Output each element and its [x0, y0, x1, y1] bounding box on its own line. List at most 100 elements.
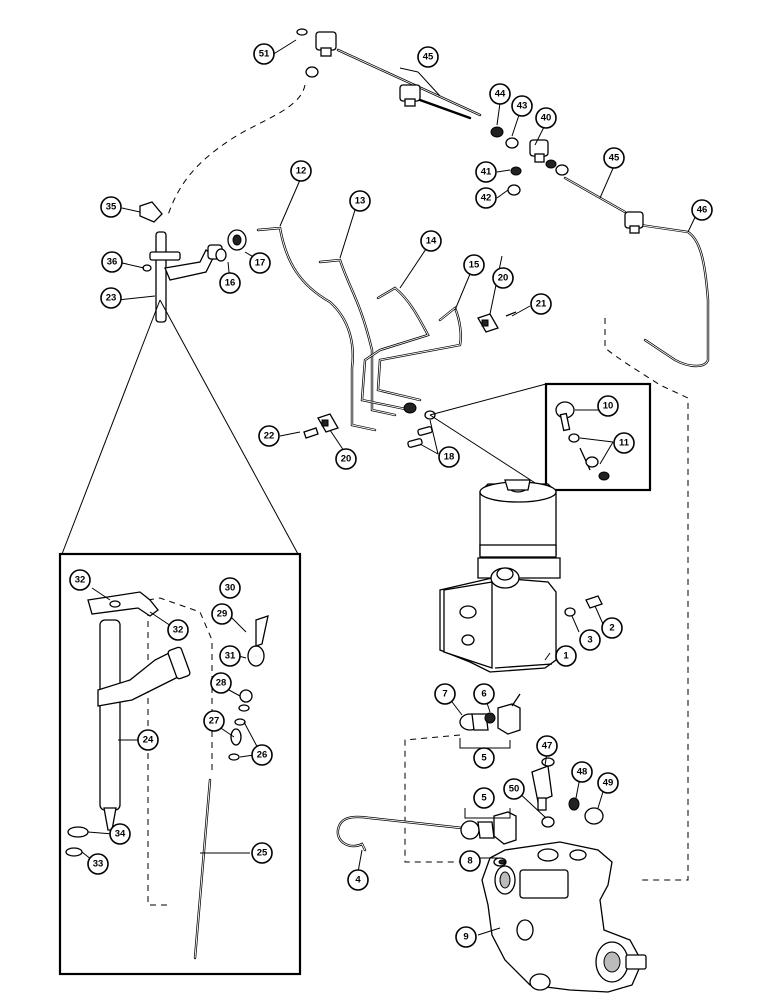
callout-5-lower: 5 — [473, 787, 495, 809]
callout-32-right: 32 — [167, 619, 189, 641]
fuel-pipe-4 — [336, 811, 517, 852]
callout-1: 1 — [555, 645, 577, 667]
svg-text:21: 21 — [536, 299, 547, 310]
callout-leaders — [81, 39, 699, 936]
svg-text:5: 5 — [481, 793, 487, 804]
svg-text:8: 8 — [467, 856, 472, 867]
tee-fitting-right — [529, 139, 549, 163]
svg-text:47: 47 — [542, 741, 553, 752]
callout-22: 22 — [258, 425, 280, 447]
callout-49: 49 — [597, 772, 619, 794]
callout-34: 34 — [109, 823, 131, 845]
callout-32-left: 32 — [69, 569, 91, 591]
svg-text:49: 49 — [603, 778, 614, 789]
tee-fitting-far-right — [624, 211, 644, 234]
washer-51 — [296, 28, 308, 36]
svg-text:34: 34 — [115, 829, 126, 840]
svg-text:40: 40 — [541, 113, 552, 124]
dashed-return-lines — [147, 84, 689, 906]
callout-31: 31 — [219, 645, 241, 667]
svg-text:30: 30 — [225, 583, 236, 594]
callout-17: 17 — [249, 252, 271, 274]
callout-42: 42 — [475, 187, 497, 209]
svg-text:28: 28 — [216, 678, 227, 689]
svg-text:26: 26 — [257, 750, 268, 761]
callout-47: 47 — [536, 735, 558, 757]
callout-51: 51 — [253, 43, 275, 65]
callout-30: 30 — [219, 577, 241, 599]
callout-40: 40 — [535, 107, 557, 129]
callout-4: 4 — [347, 869, 369, 891]
callout-6: 6 — [473, 683, 495, 705]
svg-text:31: 31 — [225, 651, 236, 662]
callout-9: 9 — [455, 926, 477, 948]
tee-fitting-middle — [399, 84, 421, 107]
callout-15: 15 — [463, 254, 485, 276]
svg-text:20: 20 — [498, 273, 509, 284]
svg-text:41: 41 — [481, 167, 492, 178]
callout-16: 16 — [219, 272, 241, 294]
svg-text:17: 17 — [255, 258, 266, 269]
callout-20-top: 20 — [492, 267, 514, 289]
injector-assembly-small — [139, 201, 247, 323]
callout-23: 23 — [100, 287, 122, 309]
svg-text:6: 6 — [481, 689, 486, 700]
svg-text:11: 11 — [619, 438, 630, 449]
svg-text:42: 42 — [481, 193, 492, 204]
callout-3: 3 — [579, 629, 601, 651]
svg-text:32: 32 — [75, 575, 86, 586]
svg-text:15: 15 — [469, 260, 480, 271]
svg-text:16: 16 — [225, 278, 236, 289]
callout-25: 25 — [251, 842, 273, 864]
svg-text:36: 36 — [107, 257, 118, 268]
callout-18: 18 — [438, 446, 460, 468]
fuel-filter-assembly — [439, 479, 603, 673]
callout-27: 27 — [203, 710, 225, 732]
callout-2: 2 — [601, 617, 623, 639]
nut-top-left — [305, 66, 319, 78]
callout-44: 44 — [489, 83, 511, 105]
callout-24: 24 — [137, 729, 159, 751]
svg-text:46: 46 — [697, 205, 708, 216]
callout-29: 29 — [211, 603, 233, 625]
svg-text:24: 24 — [143, 735, 154, 746]
fitting-washer — [545, 159, 557, 169]
svg-text:25: 25 — [257, 848, 268, 859]
detail-box-fittings — [429, 382, 652, 492]
svg-text:33: 33 — [93, 859, 104, 870]
svg-text:4: 4 — [355, 875, 361, 886]
callout-11: 11 — [613, 432, 635, 454]
callout-20-bottom: 20 — [335, 448, 357, 470]
callout-14: 14 — [420, 230, 442, 252]
svg-text:9: 9 — [463, 932, 468, 943]
svg-text:45: 45 — [423, 52, 434, 63]
callout-48: 48 — [571, 761, 593, 783]
svg-text:45: 45 — [609, 153, 620, 164]
svg-text:13: 13 — [355, 196, 366, 207]
callout-26: 26 — [251, 744, 273, 766]
svg-text:35: 35 — [106, 202, 117, 213]
nut-43 — [505, 137, 519, 149]
callout-33: 33 — [87, 853, 109, 875]
pump-valve-parts — [531, 757, 604, 828]
washer-44 — [490, 126, 504, 138]
injection-pump — [481, 841, 647, 993]
callout-35: 35 — [100, 196, 122, 218]
callout-50: 50 — [503, 778, 525, 800]
svg-text:12: 12 — [296, 166, 307, 177]
svg-text:29: 29 — [217, 609, 228, 620]
callout-36: 36 — [101, 251, 123, 273]
callout-43: 43 — [511, 95, 533, 117]
svg-text:1: 1 — [563, 651, 569, 662]
svg-text:50: 50 — [509, 784, 520, 795]
svg-text:32: 32 — [173, 625, 184, 636]
injector-detail-box — [58, 299, 302, 976]
callout-28: 28 — [210, 672, 232, 694]
callout-21: 21 — [530, 293, 552, 315]
callout-46: 46 — [691, 199, 713, 221]
svg-text:10: 10 — [603, 401, 614, 412]
callout-8: 8 — [459, 850, 481, 872]
callout-13: 13 — [349, 190, 371, 212]
svg-text:27: 27 — [209, 716, 220, 727]
